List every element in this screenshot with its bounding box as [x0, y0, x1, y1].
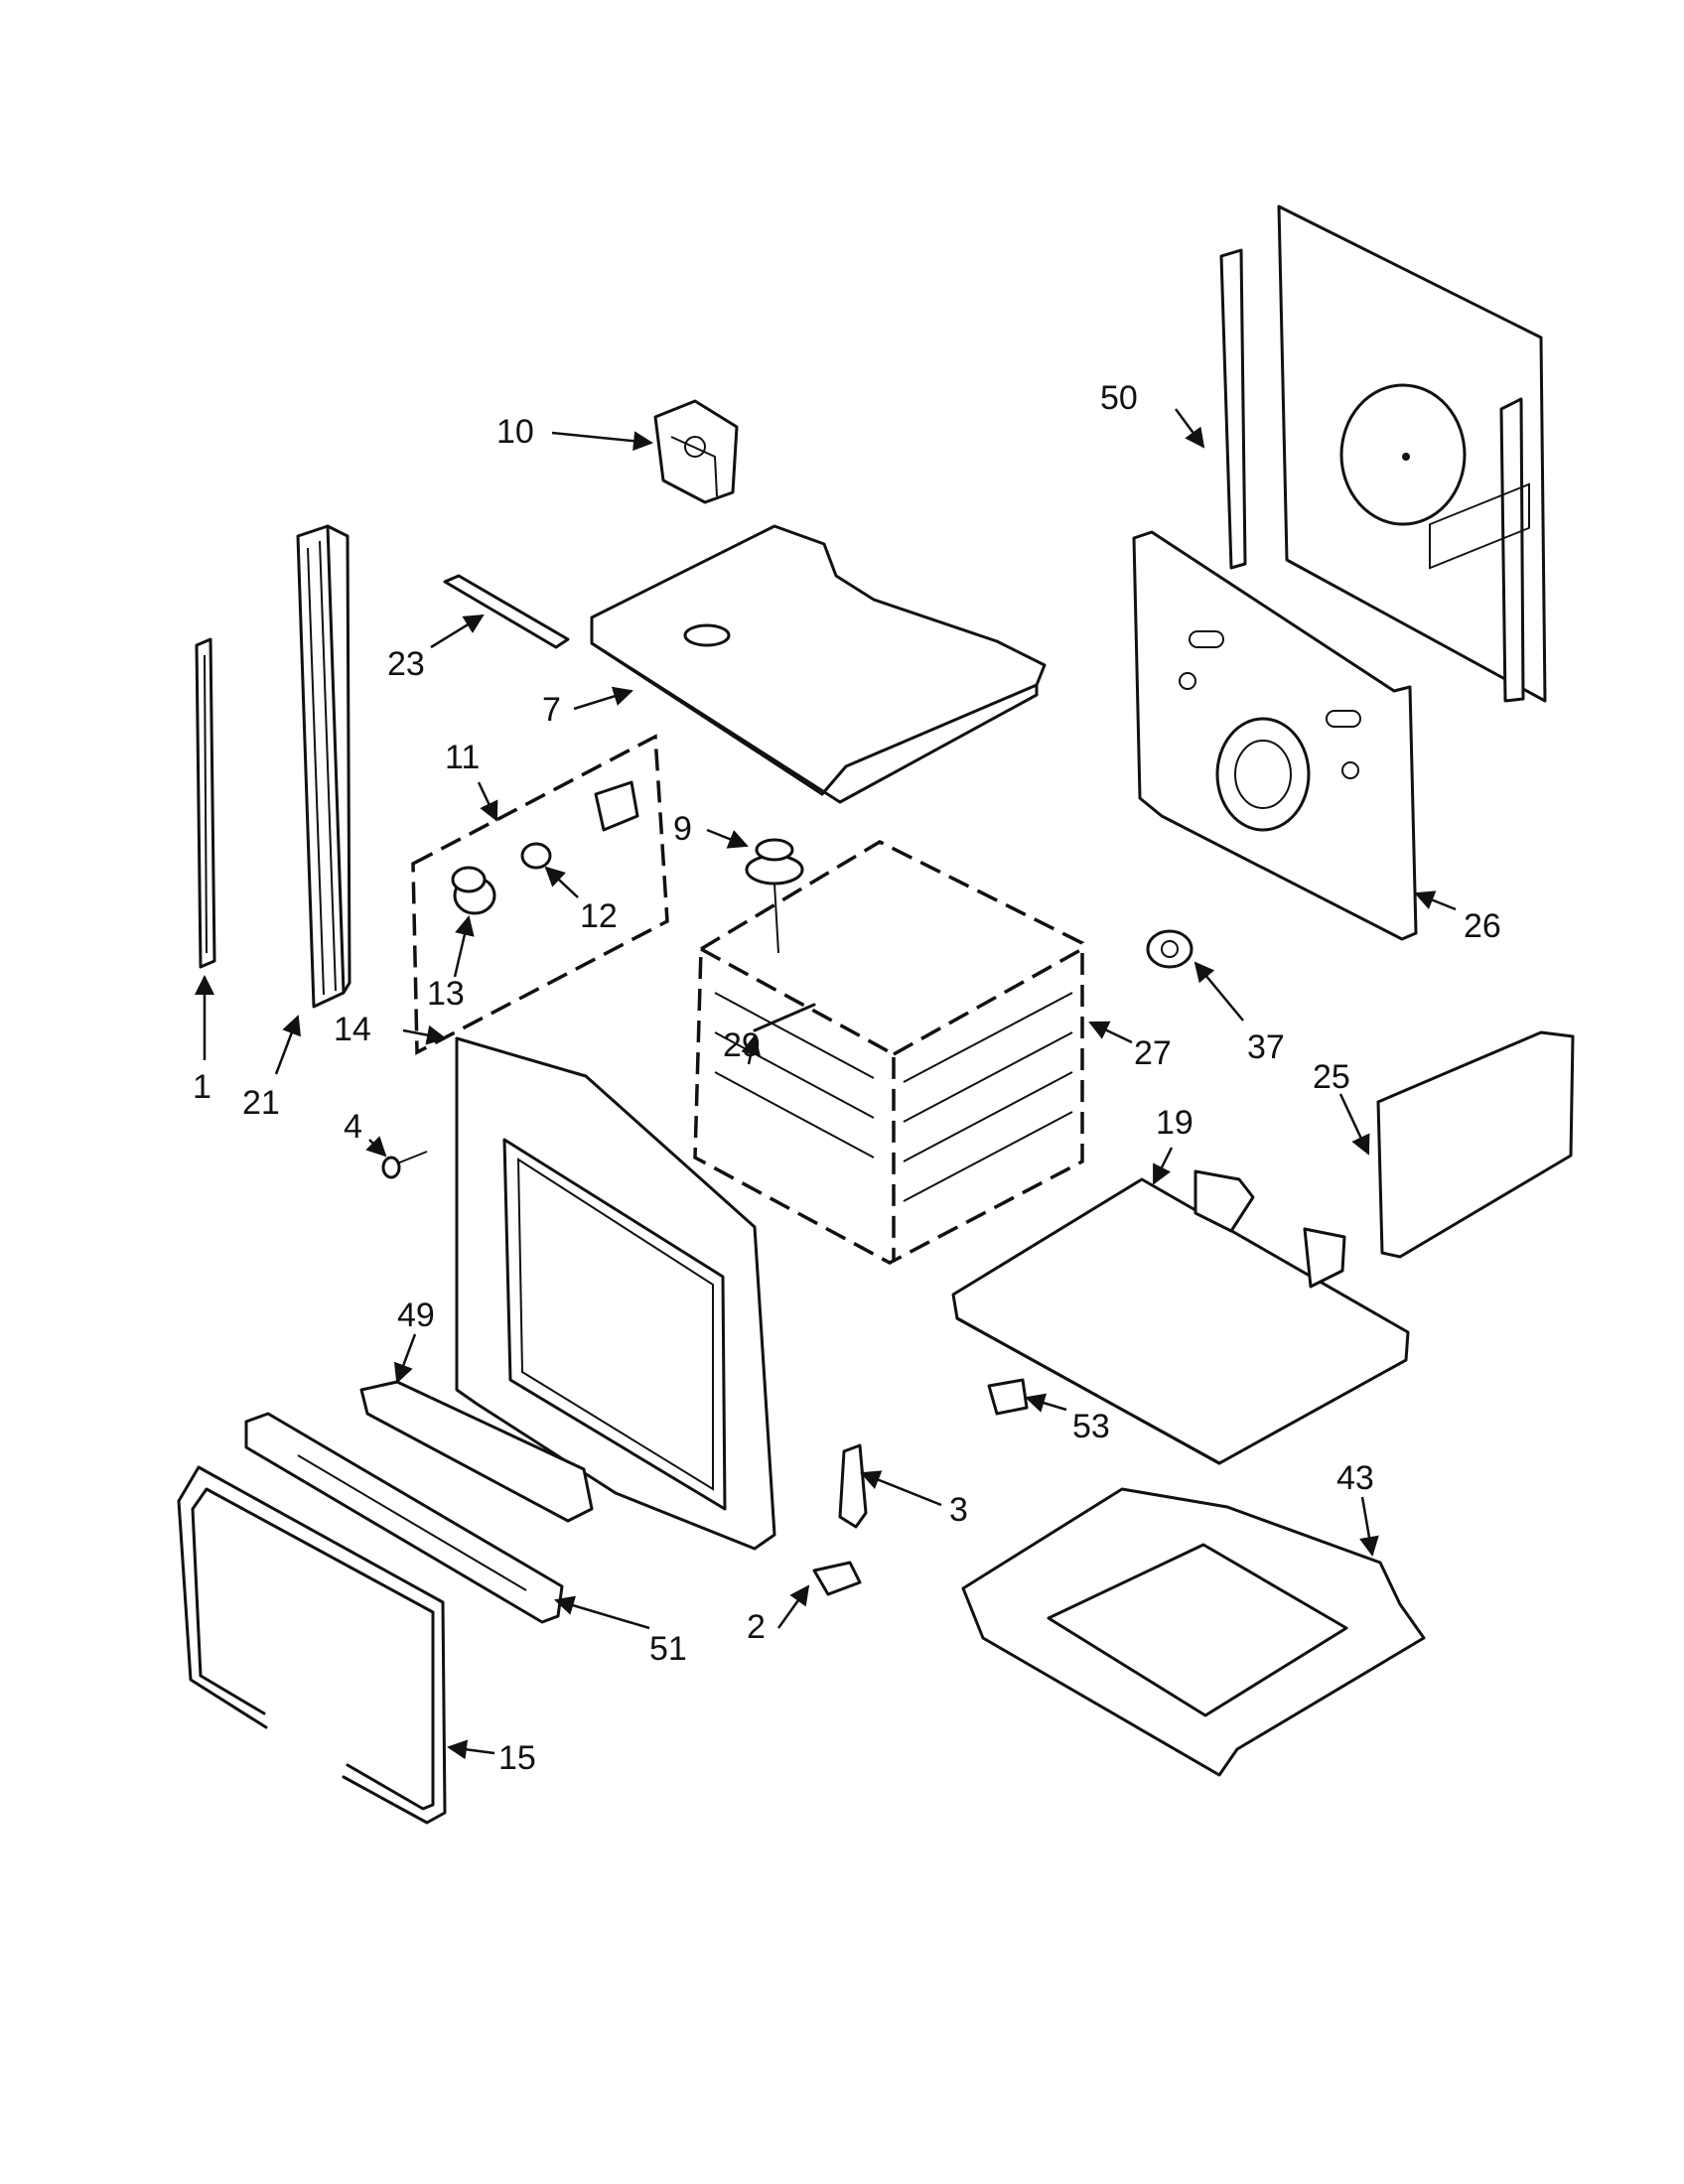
part-11-group-box	[411, 734, 669, 1055]
callout-21: 21	[242, 1084, 280, 1122]
leader-53	[1025, 1393, 1067, 1413]
leader-43	[1359, 1496, 1379, 1557]
callout-14: 14	[334, 1011, 371, 1048]
leader-10	[551, 431, 653, 452]
leader-37	[1193, 961, 1244, 1022]
part-15-door-gasket	[177, 1465, 447, 1825]
callout-4: 4	[344, 1108, 362, 1146]
callout-53: 53	[1072, 1408, 1110, 1445]
leader-51	[554, 1595, 650, 1630]
part-3-bracket	[838, 1443, 868, 1529]
leader-21	[274, 1015, 301, 1075]
leader-50	[1174, 408, 1205, 449]
part-53-clip	[987, 1378, 1029, 1416]
leader-2	[776, 1584, 810, 1629]
callout-12: 12	[580, 897, 618, 935]
part-12-small-knob	[520, 842, 552, 870]
leader-9	[706, 828, 749, 849]
part-14-front-frame	[455, 1036, 776, 1551]
part-19-lower-panel	[951, 1169, 1410, 1465]
callout-50: 50	[1100, 379, 1138, 417]
leader-lines	[195, 408, 1457, 1760]
callout-13: 13	[427, 975, 465, 1013]
leader-14	[402, 1024, 447, 1045]
part-13-lens	[451, 866, 496, 915]
callout-11: 11	[445, 739, 480, 776]
callout-9: 9	[673, 810, 692, 848]
callout-10: 10	[496, 413, 534, 451]
leader-49	[393, 1333, 417, 1384]
leader-29	[741, 1034, 762, 1065]
part-37-gasket	[1146, 929, 1193, 969]
callout-3: 3	[949, 1491, 968, 1529]
callout-23: 23	[387, 645, 425, 683]
part-50-rear-panel	[1219, 205, 1547, 703]
part-7-top-panel	[590, 524, 1047, 804]
callout-labels: 1 2 3 4 7 9 10 11 12 13 14 15 19 21 23 2…	[193, 379, 1501, 1777]
part-23-small-bracket	[443, 574, 570, 649]
part-51-vent-trim	[244, 1412, 564, 1624]
part-2-plate	[812, 1561, 862, 1596]
leader-26	[1414, 890, 1457, 911]
part-26-back-plate	[1132, 530, 1418, 941]
callout-25: 25	[1313, 1058, 1350, 1096]
leader-27	[1088, 1021, 1133, 1044]
leader-15	[447, 1739, 495, 1760]
callout-1: 1	[193, 1068, 211, 1106]
leader-23	[430, 614, 485, 649]
part-4-screw	[381, 1151, 428, 1179]
part-9-sensor	[745, 838, 804, 954]
callout-49: 49	[397, 1297, 435, 1334]
leader-11	[477, 781, 498, 822]
callout-43: 43	[1336, 1459, 1374, 1497]
cavity-rack-slots	[714, 992, 1073, 1202]
callout-7: 7	[542, 691, 561, 729]
part-21-side-rail	[296, 524, 351, 1009]
callout-27: 27	[1134, 1034, 1172, 1072]
callout-51: 51	[649, 1630, 687, 1668]
callout-2: 2	[747, 1608, 766, 1646]
leader-3	[860, 1470, 942, 1507]
leader-4	[365, 1136, 387, 1158]
part-11-socket	[594, 780, 639, 832]
part-25-side-panel	[1376, 482, 1575, 1259]
leader-19	[1152, 1147, 1174, 1185]
leader-7	[573, 686, 633, 711]
part-27-oven-cavity	[693, 840, 1084, 1265]
leader-13	[453, 915, 475, 978]
part-29-probe	[753, 1003, 816, 1032]
part-1-trim-strip	[195, 637, 216, 969]
leader-25	[1338, 1093, 1370, 1156]
callout-26: 26	[1464, 907, 1501, 945]
callout-37: 37	[1247, 1028, 1285, 1066]
part-43-bottom-tray	[961, 1487, 1426, 1777]
callout-19: 19	[1156, 1104, 1193, 1142]
callout-15: 15	[498, 1739, 536, 1777]
leader-12	[544, 866, 579, 898]
callout-29: 29	[723, 1026, 761, 1064]
part-10-bracket	[653, 399, 739, 504]
